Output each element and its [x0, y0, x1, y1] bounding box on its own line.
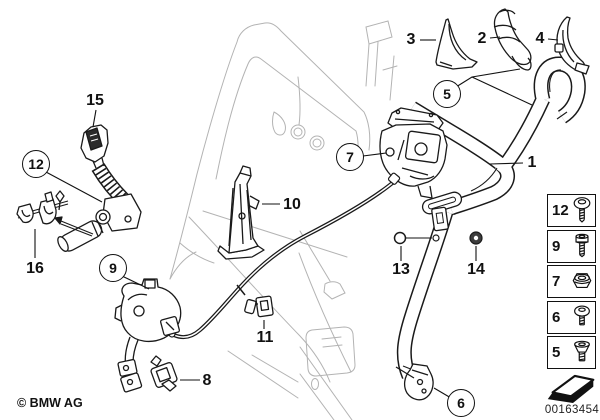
fastener-item-12[interactable]: 12	[547, 194, 596, 227]
mounting-bracket	[217, 165, 265, 260]
belt-lower-anchor	[395, 363, 434, 401]
fastener-label: 5	[552, 344, 561, 361]
seat-belt-webbing	[395, 56, 586, 401]
fastener-label: 7	[552, 273, 561, 290]
cap-part	[393, 231, 407, 245]
callout-14[interactable]: 14	[467, 261, 485, 278]
callout-15[interactable]: 15	[86, 92, 104, 109]
callout-10[interactable]: 10	[283, 196, 301, 213]
trim-covers	[435, 8, 590, 75]
callout-11[interactable]: 11	[256, 329, 274, 346]
hex-nut-icon	[572, 273, 592, 289]
callout-7[interactable]: 7	[336, 143, 364, 171]
fastener-label: 12	[552, 202, 569, 219]
car-body-background	[169, 20, 398, 420]
direction-arrow-icon	[547, 374, 595, 404]
copyright-text: © BMW AG	[17, 396, 83, 410]
button-head-screw-icon	[574, 304, 590, 325]
grommet-part	[469, 231, 483, 245]
fastener-item-7[interactable]: 7	[547, 265, 596, 298]
fastener-item-9[interactable]: 9	[547, 229, 596, 263]
cylinder-head-screw-icon	[575, 233, 589, 257]
sensor-switch	[150, 355, 178, 392]
buckle-pretensioner	[16, 124, 142, 252]
belt-feeder-actuator	[114, 278, 182, 393]
belt-retractor	[379, 107, 448, 199]
callout-4[interactable]: 4	[535, 30, 545, 47]
fastener-label: 6	[552, 308, 561, 326]
callout-12[interactable]: 12	[22, 150, 50, 178]
callout-5[interactable]: 5	[433, 80, 461, 108]
drive-cable	[168, 172, 401, 340]
round-head-screw-icon	[573, 197, 591, 223]
callout-3[interactable]: 3	[406, 31, 416, 48]
document-number: 00163454	[544, 404, 600, 416]
cable-holder	[244, 295, 274, 318]
fastener-item-5[interactable]: 5	[547, 336, 596, 369]
callout-1[interactable]: 1	[527, 154, 537, 171]
callout-13[interactable]: 13	[392, 261, 410, 278]
fastener-item-6[interactable]: 6	[547, 300, 596, 334]
callout-16[interactable]: 16	[26, 260, 44, 277]
callout-6[interactable]: 6	[447, 389, 475, 417]
countersunk-screw-icon	[574, 340, 590, 362]
fastener-label: 9	[552, 237, 561, 255]
belt-latch-plate	[421, 191, 463, 232]
callout-2[interactable]: 2	[477, 30, 487, 47]
callout-8[interactable]: 8	[202, 372, 212, 389]
callout-9[interactable]: 9	[99, 254, 127, 282]
